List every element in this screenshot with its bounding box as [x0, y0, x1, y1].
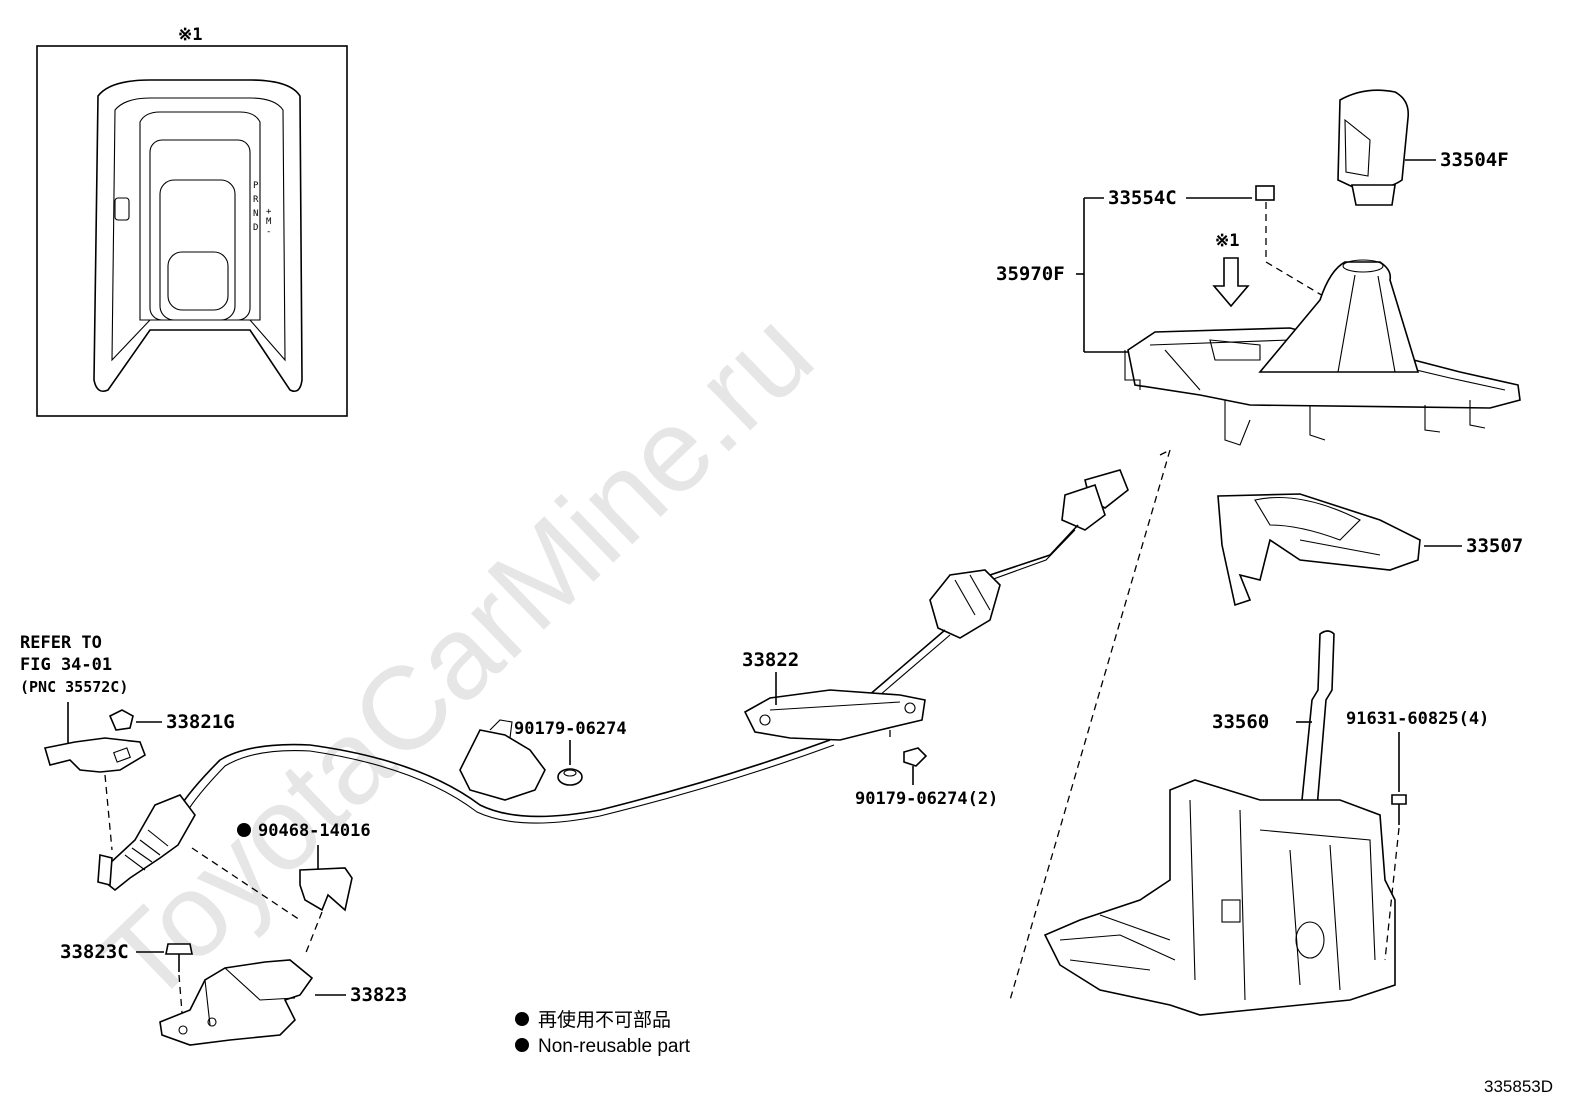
transmission-control-cable-33822: [97, 469, 1129, 892]
non-reusable-marker-icon: [237, 823, 251, 837]
legend-dot-icon: [515, 1038, 529, 1052]
svg-text:R: R: [253, 195, 259, 205]
label-35970F: 35970F: [996, 263, 1065, 285]
svg-text:REFER TO: REFER TO: [20, 633, 102, 653]
svg-text:+: +: [266, 207, 272, 217]
legend: 再使用不可部品 Non-reusable part: [515, 1009, 691, 1057]
watermark: ToyotaCarMine.ru: [76, 287, 838, 1029]
label-33504F: 33504F: [1440, 149, 1509, 171]
selector-letters: P R N D + M -: [253, 181, 272, 237]
svg-text:-: -: [266, 227, 271, 237]
refer-to-note: REFER TO FIG 34-01 (PNC 35572C): [20, 633, 146, 851]
label-33823: 33823: [350, 984, 407, 1006]
nut-90179-06274-x2: [889, 730, 928, 785]
inset-reference-arrow: ※1: [1212, 231, 1250, 308]
inset-frame: [36, 45, 348, 417]
nut-33821G: [108, 709, 162, 731]
svg-text:FIG 34-01: FIG 34-01: [20, 655, 112, 675]
bolt-33823C: [136, 943, 193, 1026]
legend-dot-icon: [515, 1012, 529, 1026]
legend-japanese: 再使用不可部品: [538, 1009, 671, 1031]
nut-90179-06274: [557, 740, 583, 786]
label-33821G: 33821G: [166, 711, 235, 733]
inset-panel: ※1 P R N D + M -: [36, 25, 348, 417]
svg-text:(PNC 35572C): (PNC 35572C): [20, 678, 128, 696]
svg-text:N: N: [253, 209, 258, 219]
label-90179-06274-2: 90179-06274(2): [855, 789, 998, 809]
lock-button-icon: [114, 197, 130, 221]
cable-bracket-33823: [159, 959, 346, 1046]
label-33822: 33822: [742, 649, 799, 671]
shift-knob-33504F: [1337, 89, 1436, 206]
inset-marker: ※1: [178, 25, 202, 45]
svg-text:P: P: [253, 181, 259, 191]
label-91631-60825: 91631-60825(4): [1346, 709, 1489, 729]
shift-lever-assy-33560: [1043, 630, 1407, 1016]
svg-text:M: M: [266, 217, 272, 227]
shift-panel-assy-35970F: [1076, 197, 1521, 446]
indicator-housing-33507: [1217, 493, 1462, 607]
label-33554C: 33554C: [1108, 187, 1177, 209]
label-90179-06274: 90179-06274: [514, 719, 627, 739]
label-33507: 33507: [1466, 535, 1523, 557]
label-33823C: 33823C: [60, 941, 129, 963]
label-33560: 33560: [1212, 711, 1269, 733]
svg-text:※1: ※1: [1215, 231, 1239, 251]
figure-id: 335853D: [1484, 1077, 1553, 1096]
legend-english: Non-reusable part: [538, 1036, 691, 1057]
label-90468-14016: 90468-14016: [258, 821, 371, 841]
clip-90468-14016: [191, 823, 353, 956]
svg-text:D: D: [253, 223, 258, 233]
